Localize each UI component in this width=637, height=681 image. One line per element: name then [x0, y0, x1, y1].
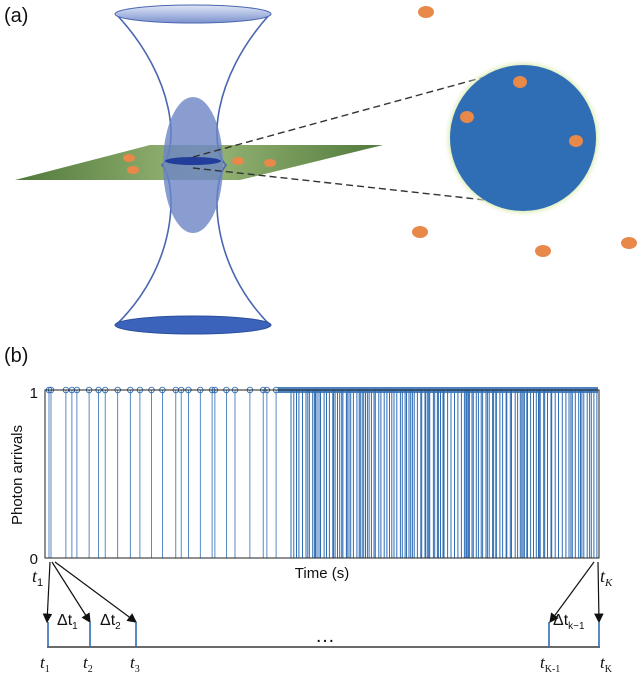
particle: [127, 166, 139, 174]
panel-a-label: (a): [4, 5, 28, 27]
particle: [123, 154, 135, 162]
y-tick-1: 1: [30, 385, 38, 402]
y-tick-0: 0: [30, 551, 38, 568]
beam-right-edge: [216, 13, 271, 326]
particle: [621, 237, 637, 249]
particle: [513, 76, 527, 88]
arrow-t3: [54, 561, 137, 623]
panel-b-label: (b): [4, 345, 28, 367]
bottom-tK-label: tK: [600, 653, 613, 675]
ellipsis: …: [315, 625, 335, 647]
plot-frame: [44, 389, 600, 559]
particle: [418, 6, 434, 18]
beam-top-ellipse: [114, 4, 272, 24]
arrow-tK-1: [549, 561, 595, 623]
bottom-t1-label: t1: [40, 653, 50, 675]
tK-label: tK: [600, 566, 613, 589]
delta-t1-label: Δt1: [57, 612, 78, 632]
arrow-t2: [51, 561, 91, 624]
arrow-t1: [42, 561, 53, 624]
photon-trace: [45, 386, 598, 558]
y-axis-label: Photon arrivals: [9, 425, 26, 525]
particle: [264, 159, 276, 167]
t1-label: t1: [32, 566, 43, 589]
x-axis-label: Time (s): [295, 565, 349, 582]
particle: [460, 111, 474, 123]
particle: [569, 135, 583, 147]
bottom-t2-label: t2: [83, 653, 93, 675]
focal-slice: [165, 157, 221, 165]
arrow-tK: [594, 561, 604, 624]
beam-left-edge: [115, 13, 172, 326]
delta-tk-1-label: Δtk−1: [553, 612, 585, 632]
beam-bottom-ellipse: [114, 315, 272, 335]
bottom-t3-label: t3: [130, 653, 140, 675]
particle: [412, 226, 428, 238]
bottom-tK-1-label: tK-1: [540, 653, 560, 675]
particle: [535, 245, 551, 257]
delta-t2-label: Δt2: [100, 612, 121, 632]
particle: [232, 157, 244, 165]
magnified-focus: [450, 65, 596, 211]
